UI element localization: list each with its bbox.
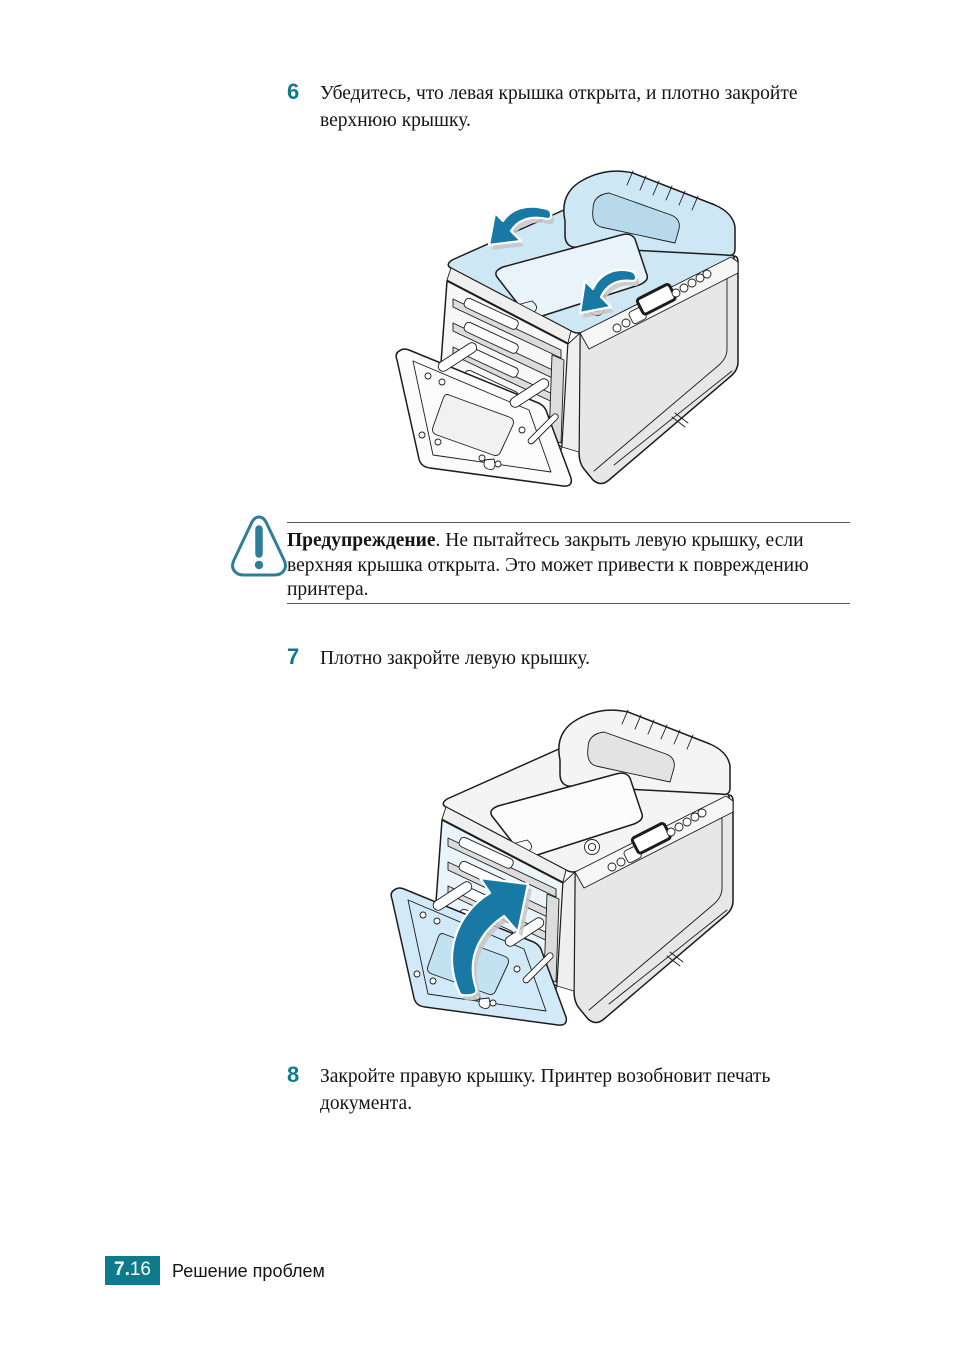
warning-title: Предупреждение bbox=[287, 530, 436, 551]
printer-illustration-close-left-cover bbox=[389, 708, 735, 1027]
warning-body: . Не пытайтесь закрыть левую крышку, есл… bbox=[287, 530, 809, 600]
step-7-number: 7 bbox=[287, 644, 300, 669]
step-8-text: Закройте правую крышку. Принтер возобнов… bbox=[320, 1066, 771, 1114]
warning-divider-bottom bbox=[287, 603, 850, 604]
footer-page-number-badge: 7.16 bbox=[105, 1256, 160, 1285]
close-arrow-right bbox=[578, 268, 640, 318]
step-8-number: 8 bbox=[287, 1062, 300, 1087]
step-6-number: 6 bbox=[287, 79, 300, 104]
close-arrow-left bbox=[487, 205, 555, 250]
close-left-cover-arrow bbox=[451, 876, 532, 1001]
warning-text: Предупреждение. Не пытайтесь закрыть лев… bbox=[287, 529, 862, 603]
step-6-text: Убедитесь, что левая крышка открыта, и п… bbox=[320, 83, 798, 131]
footer-page: 16 bbox=[129, 1259, 151, 1280]
warning-divider-top bbox=[287, 522, 850, 523]
warning-exclamation-triangle-icon bbox=[231, 515, 287, 577]
footer-chapter: 7. bbox=[114, 1259, 130, 1280]
printer-illustration-close-top-cover bbox=[394, 169, 740, 488]
footer-section-title: Решение проблем bbox=[172, 1261, 325, 1281]
step-7-text: Плотно закройте левую крышку. bbox=[320, 648, 591, 669]
